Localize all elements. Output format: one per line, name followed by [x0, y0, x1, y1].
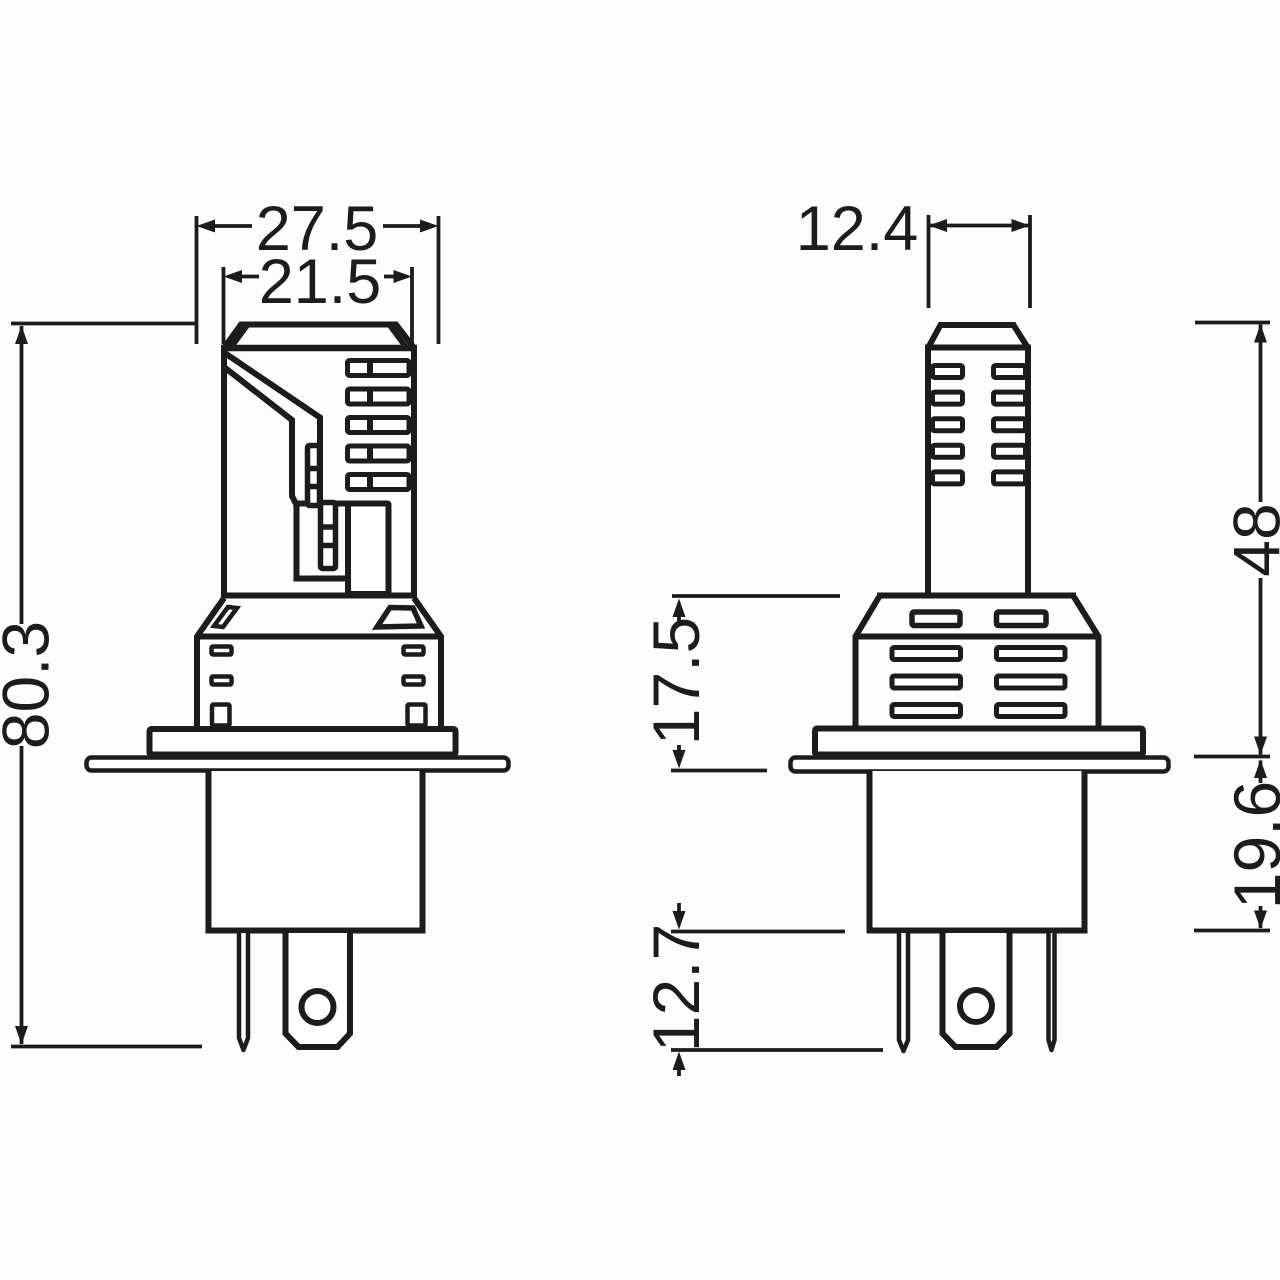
svg-text:48: 48 — [1220, 503, 1280, 576]
svg-text:21.5: 21.5 — [259, 247, 382, 317]
svg-text:12.7: 12.7 — [639, 924, 713, 1052]
svg-text:17.5: 17.5 — [639, 617, 713, 745]
svg-text:12.4: 12.4 — [796, 194, 919, 264]
svg-text:27.5: 27.5 — [256, 194, 379, 264]
svg-text:19.6: 19.6 — [1220, 781, 1280, 909]
svg-text:80.3: 80.3 — [0, 621, 63, 749]
